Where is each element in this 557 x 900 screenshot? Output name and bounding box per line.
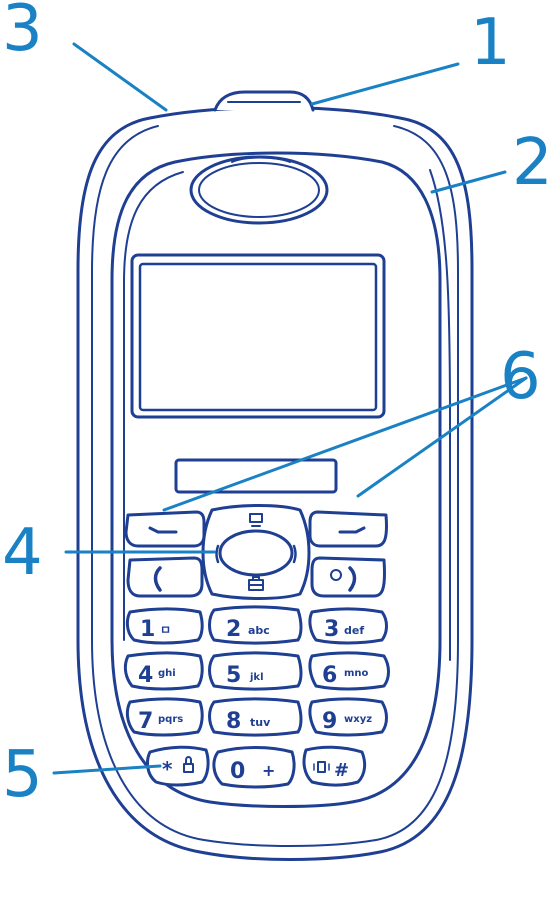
key-star[interactable]: * (146, 745, 210, 787)
svg-text:def: def (344, 624, 364, 637)
leader-5 (52, 764, 162, 775)
leader-3 (72, 42, 168, 112)
svg-text:*: * (162, 757, 173, 781)
callout-2: 2 (512, 126, 553, 200)
svg-text:mno: mno (344, 668, 369, 679)
vibrate-icon (313, 761, 330, 773)
key-1[interactable]: 1 ㅁ (125, 607, 204, 645)
call-key[interactable] (126, 556, 204, 598)
svg-text:0: 0 (230, 759, 245, 784)
svg-text:6: 6 (322, 663, 337, 688)
navigation-center-button (218, 529, 294, 577)
leader-6b (356, 376, 528, 498)
svg-text:8: 8 (226, 709, 241, 734)
briefcase-icon (248, 576, 264, 591)
callout-4: 4 (2, 516, 43, 590)
callout-5: 5 (2, 738, 43, 812)
key-4[interactable]: 4 ghi (123, 651, 204, 691)
callout-6: 6 (500, 340, 541, 414)
leader-1 (310, 62, 460, 106)
key-8[interactable]: 8 tuv (208, 697, 303, 737)
screen (130, 253, 386, 419)
svg-text:9: 9 (322, 709, 337, 734)
end-power-key[interactable] (310, 556, 386, 598)
svg-text:ghi: ghi (158, 668, 176, 679)
right-soft-key[interactable] (308, 510, 388, 548)
callout-labels: 1 2 3 4 5 6 (2, 0, 553, 812)
left-soft-key[interactable] (124, 510, 206, 548)
svg-text:7: 7 (138, 709, 153, 734)
svg-text:abc: abc (248, 624, 270, 637)
keypad: 1 ㅁ 2 abc 3 def 4 ghi 5 jkl 6 mno (123, 605, 390, 789)
lock-icon (183, 756, 194, 773)
callout-leaders (52, 42, 528, 775)
key-3[interactable]: 3 def (308, 607, 388, 645)
svg-text:jkl: jkl (249, 672, 264, 683)
svg-text:pqrs: pqrs (158, 714, 183, 725)
svg-text:wxyz: wxyz (344, 714, 372, 725)
menu-icon (249, 513, 263, 527)
svg-text:tuv: tuv (250, 716, 271, 729)
callout-1: 1 (470, 6, 511, 80)
svg-text:4: 4 (138, 663, 153, 688)
voicemail-icon: ㅁ (160, 623, 171, 637)
navigation-key[interactable] (201, 504, 311, 600)
key-0[interactable]: 0 + (212, 746, 296, 789)
key-2[interactable]: 2 abc (208, 605, 303, 645)
key-6[interactable]: 6 mno (308, 651, 390, 691)
key-9[interactable]: 9 wxyz (308, 697, 388, 737)
key-hash[interactable]: # (302, 745, 367, 787)
svg-text:5: 5 (226, 663, 241, 688)
key-7[interactable]: 7 pqrs (125, 697, 204, 737)
leader-2 (430, 170, 507, 194)
svg-text:2: 2 (226, 617, 241, 642)
svg-text:1: 1 (140, 617, 155, 642)
callout-3: 3 (2, 0, 43, 66)
leader-6a (162, 376, 528, 512)
svg-text:+: + (262, 761, 275, 780)
svg-text:#: # (334, 760, 349, 781)
key-5[interactable]: 5 jkl (208, 651, 303, 691)
svg-text:3: 3 (324, 617, 339, 642)
